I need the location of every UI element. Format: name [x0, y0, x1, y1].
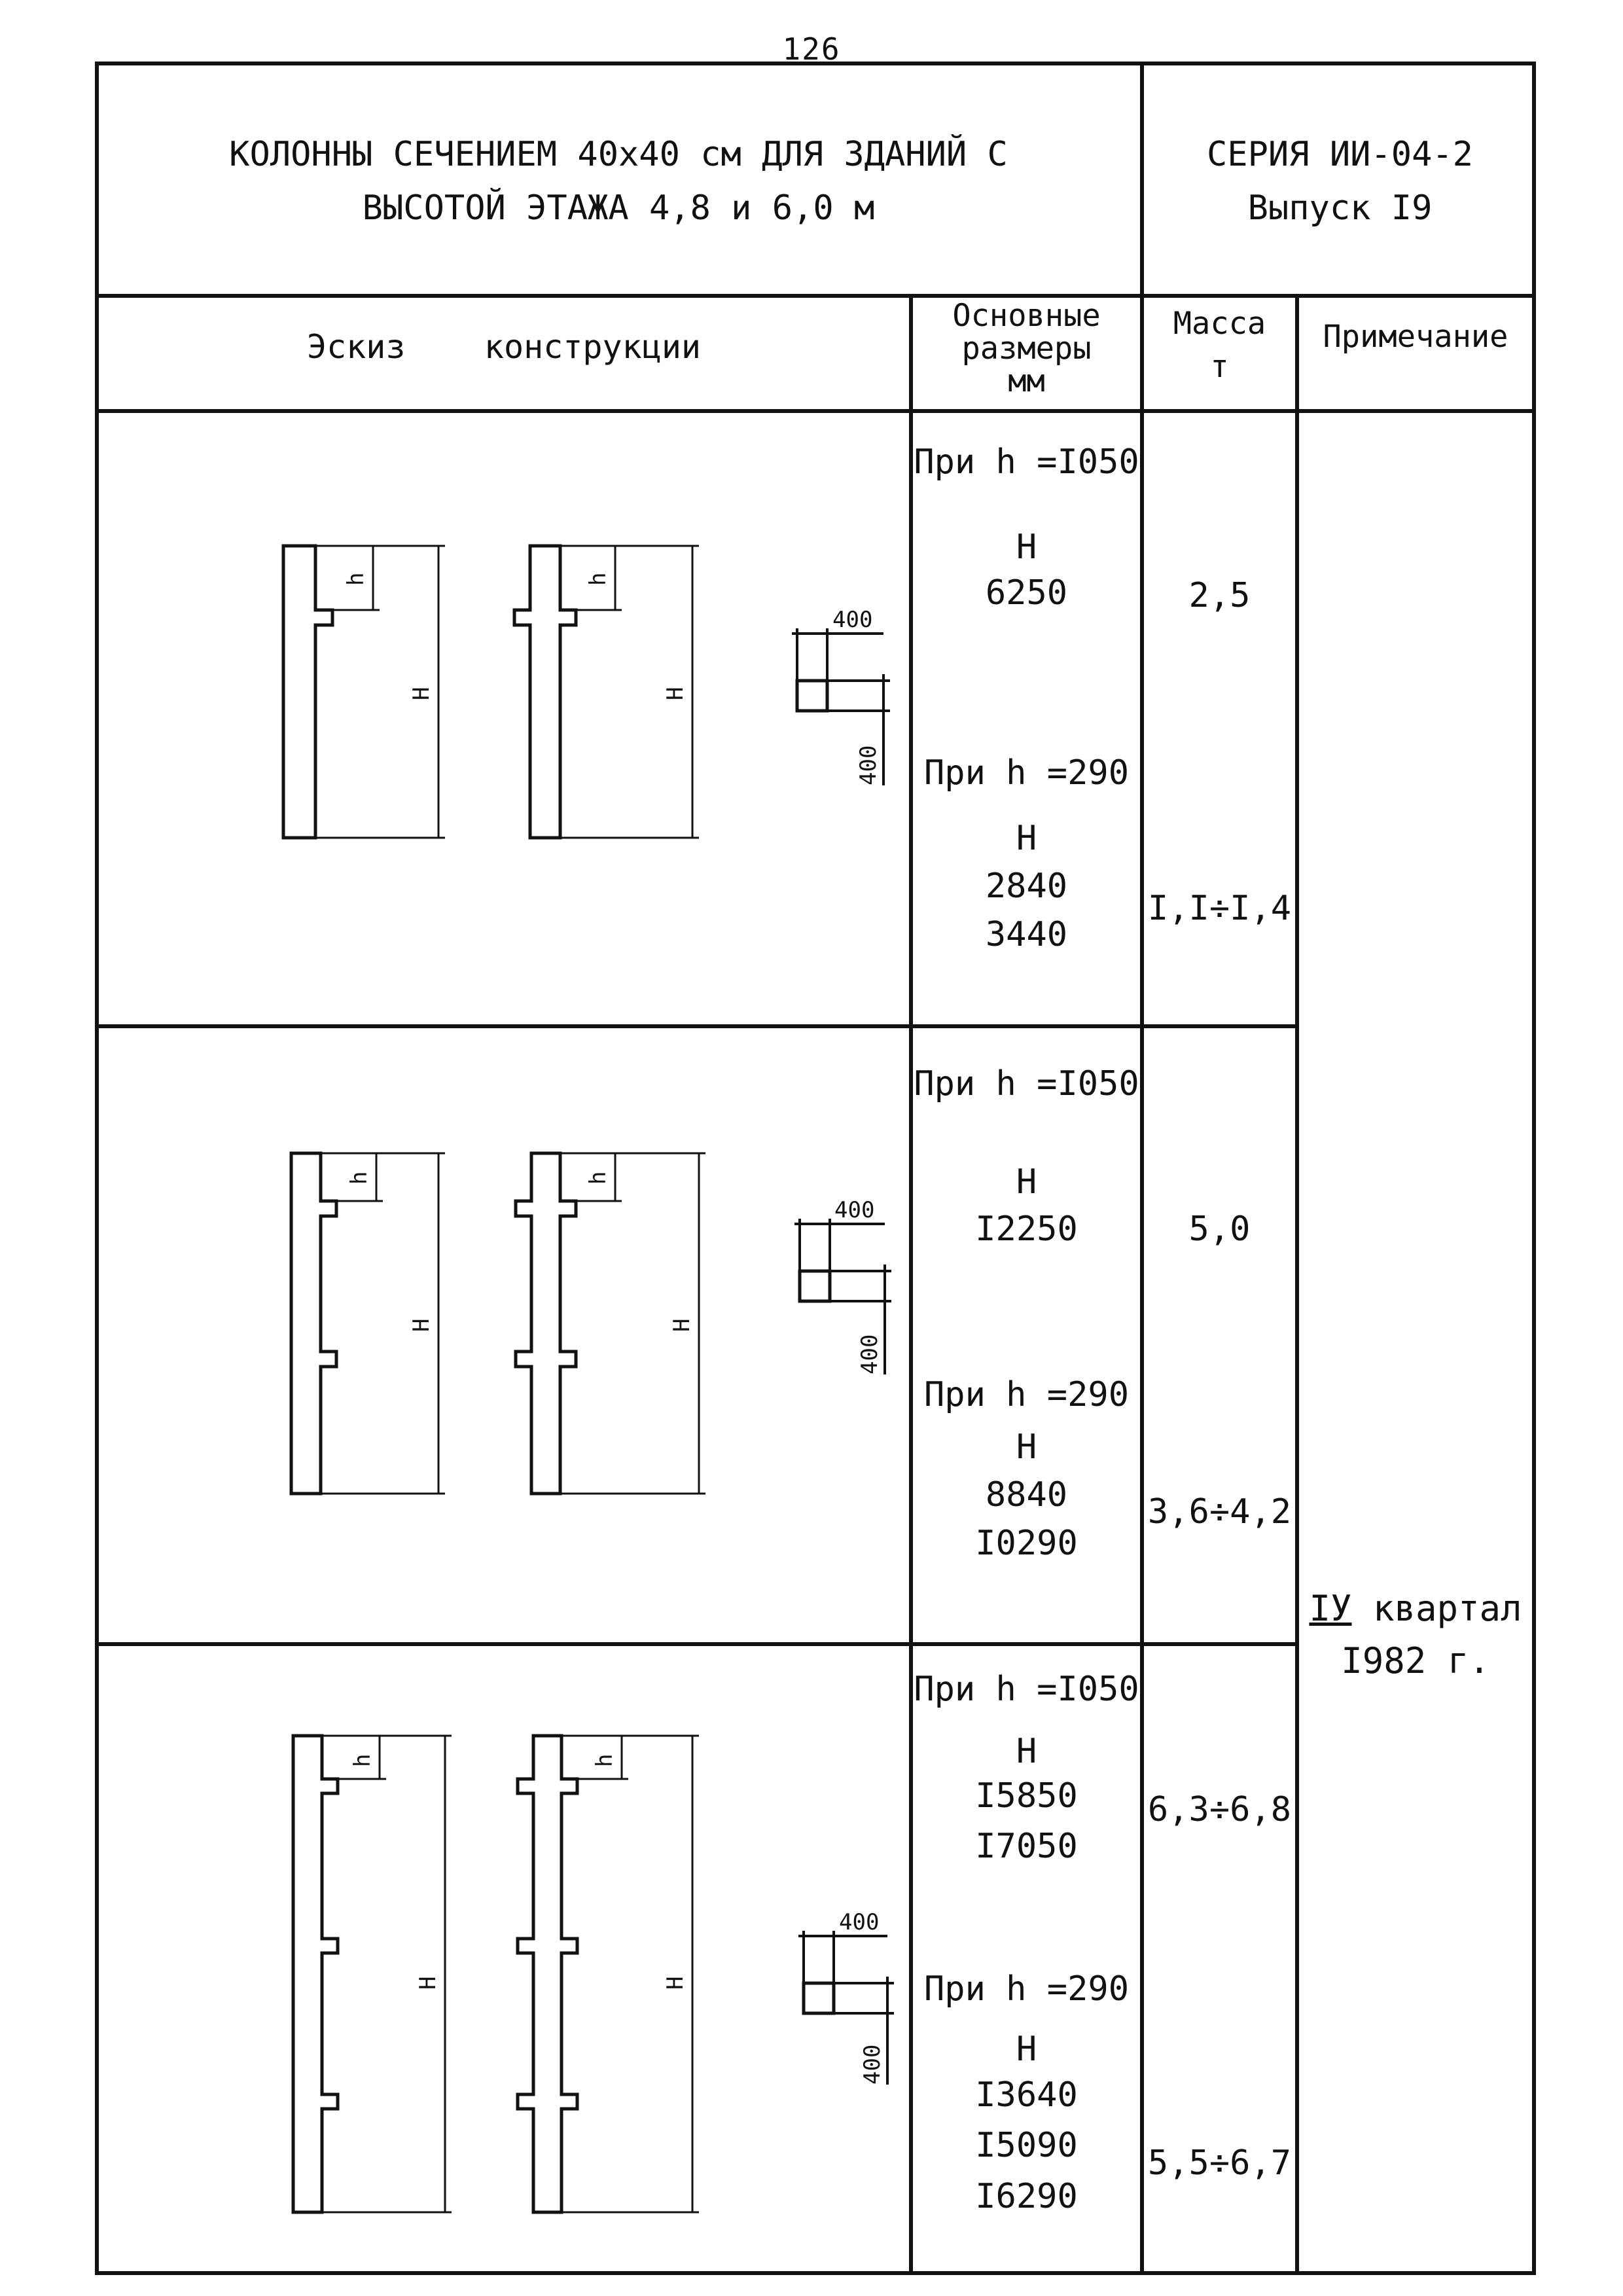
row3-h1050-mass: 6,3÷6,8	[1147, 1790, 1292, 1829]
row2-h290-label: При h =290	[923, 1375, 1130, 1414]
row2-cross-section	[794, 1219, 891, 1374]
header-sketch: Эскиз конструкции	[306, 328, 702, 366]
row3-sketch1-h-label: h	[349, 1754, 376, 1767]
row3-h290-value-3: I6290	[975, 2177, 1078, 2216]
row2-sketch2-H-label: H	[669, 1319, 695, 1332]
row3-cross-section	[798, 1931, 894, 2085]
series-block: СЕРИЯ ИИ-04-2 Выпуск I9	[1149, 128, 1531, 235]
row1-cross-section	[792, 628, 890, 785]
row1-h1050-label: При h =I050	[914, 442, 1139, 482]
note-quarter: IУ	[1309, 1588, 1352, 1629]
row3-section-height-label: 400	[859, 2045, 885, 2085]
row2-section-height-label: 400	[857, 1335, 883, 1374]
title-line-2: ВЫСОТОЙ ЭТАЖА 4,8 и 6,0 м	[362, 188, 875, 228]
row2-h290-value-2: I0290	[975, 1524, 1078, 1563]
row2-sketch1-H-label: H	[408, 1319, 435, 1332]
row3-h290-label: При h =290	[923, 1969, 1130, 2009]
row1-sketch1-H-label: H	[408, 687, 435, 700]
row1-h290-h: H	[1016, 819, 1037, 858]
row1-section-width-label: 400	[832, 607, 872, 633]
row3-h290-mass: 5,5÷6,7	[1147, 2144, 1292, 2183]
header-dimensions-line-1: Основные	[952, 298, 1101, 334]
row3-h1050-value-1: I5850	[975, 1776, 1078, 1816]
row1-sketch1-h-label: h	[343, 573, 369, 586]
row1-h1050-h: H	[1016, 528, 1037, 567]
header-dimensions: Основные размеры мм	[911, 300, 1142, 398]
row2-h1050-h: H	[1016, 1162, 1037, 1202]
header-mass-line-1: Масса	[1173, 306, 1266, 342]
row3-sketch2-h-label: h	[592, 1754, 618, 1767]
row3-h290-value-2: I5090	[975, 2126, 1078, 2165]
row3-column-double-consoles	[516, 1734, 699, 2214]
series-line-2: Выпуск I9	[1247, 188, 1433, 228]
row2-h290-mass: 3,6÷4,2	[1147, 1492, 1292, 1532]
row1-h1050-value: 6250	[985, 573, 1068, 613]
row2-sketch1-h-label: h	[346, 1172, 372, 1185]
header-dimensions-line-3: мм	[1008, 363, 1045, 399]
note-quarter-word: квартал	[1351, 1588, 1522, 1629]
row2-column-single-consoles	[289, 1151, 445, 1496]
row1-h290-value-1: 2840	[985, 867, 1068, 906]
row3-sketch2-H-label: H	[662, 1977, 688, 1990]
row3-column-single-consoles	[291, 1734, 452, 2214]
row3-section-width-label: 400	[839, 1909, 879, 1935]
header-note: Примечание	[1323, 319, 1508, 355]
row2-section-width-label: 400	[834, 1197, 874, 1223]
row2-h1050-value: I2250	[975, 1210, 1078, 1249]
row2-column-double-consoles	[514, 1151, 705, 1496]
row2-h290-h: H	[1016, 1427, 1037, 1467]
row1-column-single-consoles	[281, 544, 445, 840]
row1-section-height-label: 400	[855, 745, 882, 785]
row1-h290-label: При h =290	[923, 753, 1130, 793]
note-year: I982 г.	[1341, 1640, 1490, 1681]
row1-sketch2-h-label: h	[585, 573, 611, 586]
row2-h1050-mass: 5,0	[1188, 1210, 1251, 1249]
row3-h1050-value-2: I7050	[975, 1827, 1078, 1866]
page-number: 126	[782, 31, 841, 67]
row3-h1050-h: H	[1016, 1732, 1037, 1771]
title-line-1: КОЛОННЫ СЕЧЕНИЕМ 40х40 см ДЛЯ ЗДАНИЙ С	[229, 135, 1008, 174]
header-mass: Масса т	[1142, 302, 1297, 389]
row1-column-double-consoles	[512, 544, 699, 840]
row1-h290-value-2: 3440	[985, 915, 1068, 954]
row1-h290-mass: I,I÷I,4	[1147, 889, 1292, 928]
row3-h1050-label: При h =I050	[914, 1670, 1139, 1709]
document-title: КОЛОННЫ СЕЧЕНИЕМ 40х40 см ДЛЯ ЗДАНИЙ С В…	[98, 128, 1139, 235]
row3-sketch1-H-label: H	[415, 1977, 441, 1990]
header-mass-line-2: т	[1210, 349, 1229, 385]
note-text: IУ квартал I982 г.	[1297, 1583, 1534, 1687]
row1-sketch2-H-label: H	[662, 687, 688, 700]
row2-h1050-label: При h =I050	[914, 1064, 1139, 1103]
header-dimensions-line-2: размеры	[961, 331, 1092, 367]
row2-sketch2-h-label: h	[585, 1172, 611, 1185]
row2-h290-value-1: 8840	[985, 1475, 1068, 1515]
row3-h290-value-1: I3640	[975, 2075, 1078, 2115]
row1-h1050-mass: 2,5	[1188, 576, 1251, 615]
row3-h290-h: H	[1016, 2030, 1037, 2069]
series-line-1: СЕРИЯ ИИ-04-2	[1207, 135, 1473, 174]
